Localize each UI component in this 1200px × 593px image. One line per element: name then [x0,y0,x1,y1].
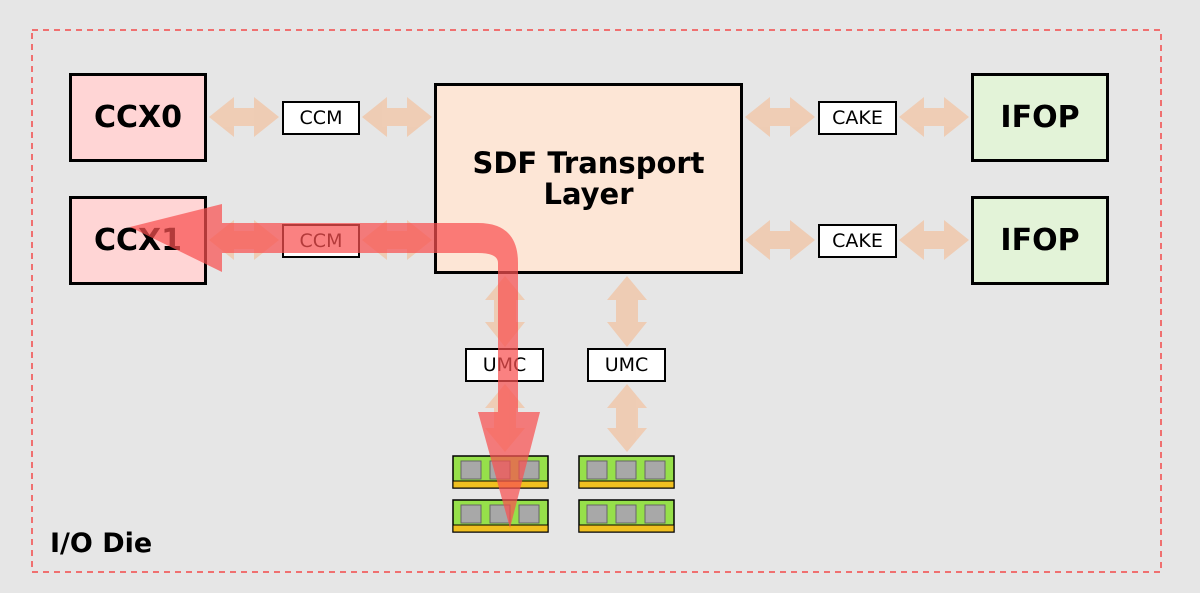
dimm-module [578,499,675,533]
link-arrow-cake-ifop-1 [899,220,969,260]
link-arrow-umc-dimm-1 [607,384,647,452]
io-die-label: I/O Die [50,528,153,559]
link-arrow-ccx0-ccm [209,97,279,137]
link-arrow-sdf-cake-1 [745,220,815,260]
link-arrow-sdf-cake-0 [745,97,815,137]
dimm-module [578,455,675,489]
ccx1-block: CCX1 [69,196,207,285]
ccx0-block: CCX0 [69,73,207,162]
cake-1-block: CAKE [818,224,897,258]
link-arrow-ccm-sdf-1 [362,220,432,260]
dimm-module [452,455,549,489]
sdf-transport-layer-block: SDF Transport Layer [434,83,743,274]
dimm-module [452,499,549,533]
ccm-0-block: CCM [282,101,360,135]
ifop-1-block: IFOP [971,196,1109,285]
link-arrow-sdf-umc-0 [485,276,525,347]
link-arrow-sdf-umc-1 [607,276,647,347]
sdf-title-line2: Layer [543,176,634,211]
link-arrow-ccm-sdf-0 [362,97,432,137]
ifop-0-block: IFOP [971,73,1109,162]
sdf-title-line1: SDF Transport [472,146,705,181]
ccm-1-block: CCM [282,224,360,258]
cake-0-block: CAKE [818,101,897,135]
dimm-group [452,455,675,533]
link-arrow-umc-dimm-0 [485,384,525,452]
link-arrow-ccx1-ccm [209,220,279,260]
link-arrow-cake-ifop-0 [899,97,969,137]
umc-0-block: UMC [465,348,544,382]
umc-1-block: UMC [587,348,666,382]
io-die-boundary [31,29,1162,573]
